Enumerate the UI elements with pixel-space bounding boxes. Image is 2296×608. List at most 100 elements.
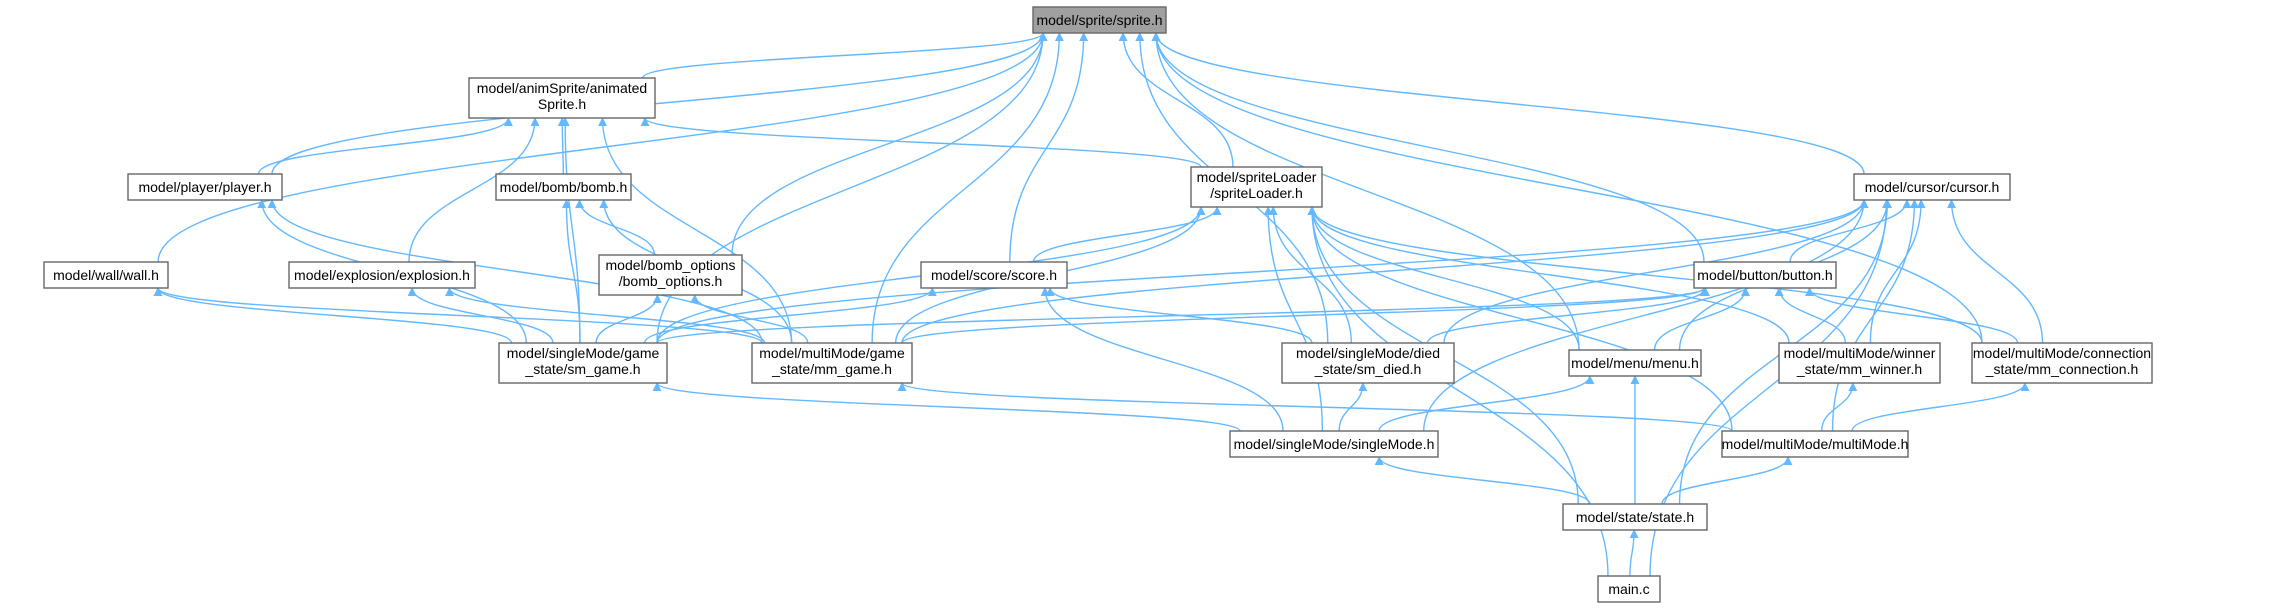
edge-mmgame-to-anim (598, 117, 793, 344)
node-mmgame[interactable]: model/multiMode/game_state/mm_game.h (751, 342, 913, 384)
node-mmconn[interactable]: model/multiMode/connection_state/mm_conn… (1971, 342, 2153, 384)
node-wall-box (43, 261, 169, 289)
edge-bombopt-to-bomb (575, 199, 656, 256)
node-bomb-box (495, 173, 632, 201)
node-smgame-label-0: model/singleMode/game (507, 345, 660, 361)
node-mmwinner[interactable]: model/multiMode/winner_state/mm_winner.h (1778, 342, 1941, 384)
edge-state-to-singleMode (1374, 456, 1591, 505)
edge-singleMode-to-cursor (1423, 199, 1869, 432)
node-bombopt-box (598, 254, 743, 296)
node-mmgame-label-1: _state/mm_game.h (771, 361, 892, 377)
edge-smdied-to-cursor (1443, 199, 1869, 344)
edge-score-to-sprite (1009, 32, 1089, 263)
node-singleMode-box (1229, 430, 1439, 458)
edge-mmgame-to-button (901, 287, 1709, 344)
node-cursor[interactable]: model/cursor/cursor.h (1853, 173, 2011, 201)
node-smdied-label-1: _state/sm_died.h (1314, 361, 1422, 377)
node-spriteLoader[interactable]: model/spriteLoader/spriteLoader.h (1190, 166, 1323, 208)
edge-singleMode-to-menu (1378, 375, 1595, 432)
edge-mmwinner-to-spriteLoader (1307, 206, 1790, 344)
node-menu-box (1568, 349, 1702, 377)
edge-singleMode-to-spriteLoader (1263, 206, 1324, 432)
node-bomb-label-0: model/bomb/bomb.h (500, 179, 628, 195)
edge-mmwinner-to-cursor (1869, 199, 1926, 344)
node-player-label-0: model/player/player.h (138, 179, 271, 195)
node-mmwinner-box (1778, 342, 1941, 384)
node-smdied[interactable]: model/singleMode/died_state/sm_died.h (1281, 342, 1455, 384)
node-mmwinner-label-1: _state/mm_winner.h (1796, 361, 1922, 377)
node-cursor-box (1853, 173, 2011, 201)
node-score-box (920, 261, 1068, 289)
edge-state-to-multiMode (1661, 456, 1793, 505)
node-mmgame-box (751, 342, 913, 384)
edge-mmconn-to-spriteLoader (1307, 206, 1983, 344)
node-button-label-0: model/button/button.h (1697, 267, 1832, 283)
node-multiMode-label-0: model/multiMode/multiMode.h (1722, 436, 1909, 452)
node-player[interactable]: model/player/player.h (127, 173, 283, 201)
node-button-box (1693, 261, 1837, 289)
file-nodes: model/sprite/sprite.h model/animSprite/an… (43, 6, 2153, 603)
node-smdied-box (1281, 342, 1455, 384)
edge-menu-to-spriteLoader (1307, 206, 1580, 351)
edge-mmgame-to-wall (153, 287, 763, 344)
node-wall-label-0: model/wall/wall.h (53, 267, 159, 283)
node-player-box (127, 173, 283, 201)
node-mmconn-box (1971, 342, 2153, 384)
edge-anim-to-sprite (641, 32, 1048, 79)
edge-mmwinner-to-button (1774, 287, 1847, 344)
node-bombopt-label-0: model/bomb_options (606, 257, 736, 273)
dependency-edges (153, 32, 2044, 577)
node-smgame[interactable]: model/singleMode/game_state/sm_game.h (498, 342, 668, 384)
edge-score-to-spriteLoader (1032, 206, 1222, 263)
node-smgame-label-1: _state/sm_game.h (524, 361, 640, 377)
node-spriteLoader-label-1: /spriteLoader.h (1210, 185, 1303, 201)
edge-mmgame-to-sprite (871, 32, 1064, 344)
node-score[interactable]: model/score/score.h (920, 261, 1068, 289)
edge-smgame-to-wall (153, 287, 513, 344)
edge-singleMode-to-smdied (1338, 382, 1368, 432)
node-score-label-0: model/score/score.h (931, 267, 1057, 283)
node-singleMode[interactable]: model/singleMode/singleMode.h (1229, 430, 1439, 458)
node-button[interactable]: model/button/button.h (1693, 261, 1837, 289)
node-explosion-label-0: model/explosion/explosion.h (294, 267, 470, 283)
edge-singleMode-to-smgame (652, 382, 1241, 432)
edge-smgame-to-anim (560, 117, 581, 344)
edge-wall-to-sprite (157, 32, 1048, 263)
edge-smdied-to-button (1426, 287, 1710, 344)
edge-bomb-to-anim (557, 117, 567, 175)
node-multiMode-box (1721, 430, 1909, 458)
edge-smgame-to-score (643, 287, 937, 344)
edge-smgame-to-cursor (656, 199, 1869, 344)
edge-multiMode-to-mmconn (1851, 382, 2030, 432)
edge-menu-to-button (1653, 287, 1750, 351)
edge-player-to-anim (257, 117, 513, 175)
node-main[interactable]: main.c (1597, 575, 1661, 603)
node-smdied-label-0: model/singleMode/died (1296, 345, 1440, 361)
edge-smdied-to-spriteLoader (1268, 206, 1352, 344)
node-sprite[interactable]: model/sprite/sprite.h (1032, 6, 1167, 34)
edge-menu-to-sprite (1151, 32, 1580, 351)
node-menu[interactable]: model/menu/menu.h (1568, 349, 1702, 377)
edge-cursor-to-sprite (1151, 32, 1865, 175)
node-state[interactable]: model/state/state.h (1562, 503, 1708, 531)
node-multiMode[interactable]: model/multiMode/multiMode.h (1721, 430, 1909, 458)
node-sprite-box (1032, 6, 1167, 34)
node-anim-box (468, 77, 656, 119)
edge-multiMode-to-mmwinner (1820, 382, 1858, 432)
edge-multiMode-to-spriteLoader (1307, 206, 1733, 432)
edge-player-to-sprite (271, 32, 1048, 175)
edge-mmconn-to-button (1805, 287, 2019, 344)
edge-mmconn-to-cursor (1947, 199, 2044, 344)
node-spriteLoader-label-0: model/spriteLoader (1197, 169, 1317, 185)
node-bombopt-label-1: /bomb_options.h (619, 273, 723, 289)
edge-multiMode-to-cursor (1831, 199, 1919, 432)
node-bombopt[interactable]: model/bomb_options/bomb_options.h (598, 254, 743, 296)
edge-bombopt-to-sprite (731, 32, 1048, 256)
node-bomb[interactable]: model/bomb/bomb.h (495, 173, 632, 201)
node-mmconn-label-0: model/multiMode/connection (1973, 345, 2151, 361)
node-explosion[interactable]: model/explosion/explosion.h (288, 261, 476, 289)
node-mmconn-label-1: _state/mm_connection.h (1985, 361, 2139, 377)
node-wall[interactable]: model/wall/wall.h (43, 261, 169, 289)
edge-singleMode-to-score (1040, 287, 1284, 432)
